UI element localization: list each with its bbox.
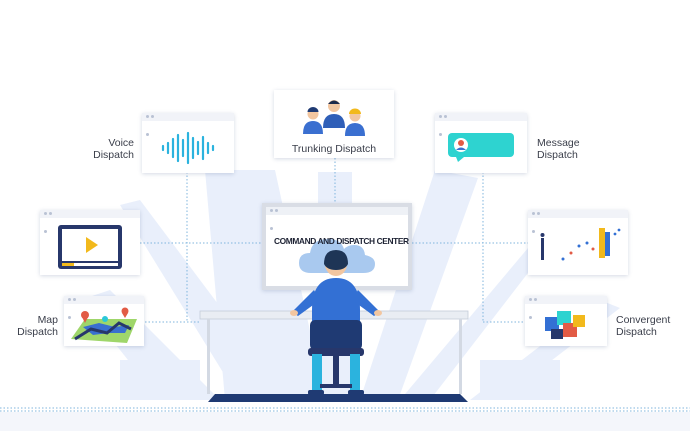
operator-figure xyxy=(290,250,382,395)
workers-icon xyxy=(303,100,365,136)
convergent-label-line1: Convergent xyxy=(616,314,671,326)
trunking-dispatch-panel: Trunking Dispatch xyxy=(274,90,394,158)
message-label-line1: Message xyxy=(537,137,580,149)
voice-label-line1: Voice xyxy=(108,137,134,149)
data-analytics-icon xyxy=(540,228,621,261)
map-label-line2: Dispatch xyxy=(17,326,58,338)
message-dispatch-label: Message Dispatch xyxy=(537,137,607,161)
analytics-dispatch-panel xyxy=(528,210,628,275)
convergent-label-line2: Dispatch xyxy=(616,326,657,338)
trunking-dispatch-label: Trunking Dispatch xyxy=(291,143,377,155)
video-dispatch-panel xyxy=(40,210,140,275)
voice-dispatch-panel xyxy=(142,113,234,173)
connector-lines xyxy=(0,158,690,412)
message-dispatch-panel xyxy=(435,113,527,173)
voice-dispatch-label: Voice Dispatch xyxy=(70,137,134,161)
video-player-icon xyxy=(58,225,122,269)
map-label-line1: Map xyxy=(37,314,58,326)
map-dispatch-label: Map Dispatch xyxy=(0,314,58,338)
message-label-line2: Dispatch xyxy=(537,149,578,161)
voice-label-line2: Dispatch xyxy=(93,149,134,161)
puzzle-icon xyxy=(545,311,585,339)
map-dispatch-panel xyxy=(64,296,144,346)
convergent-dispatch-label: Convergent Dispatch xyxy=(616,314,690,338)
map-route-icon xyxy=(71,307,137,343)
center-title: COMMAND AND DISPATCH CENTER xyxy=(274,236,409,246)
chat-bubble-icon xyxy=(448,133,514,162)
sound-wave-icon xyxy=(161,131,215,165)
floor xyxy=(0,412,690,431)
convergent-dispatch-panel xyxy=(525,296,607,346)
